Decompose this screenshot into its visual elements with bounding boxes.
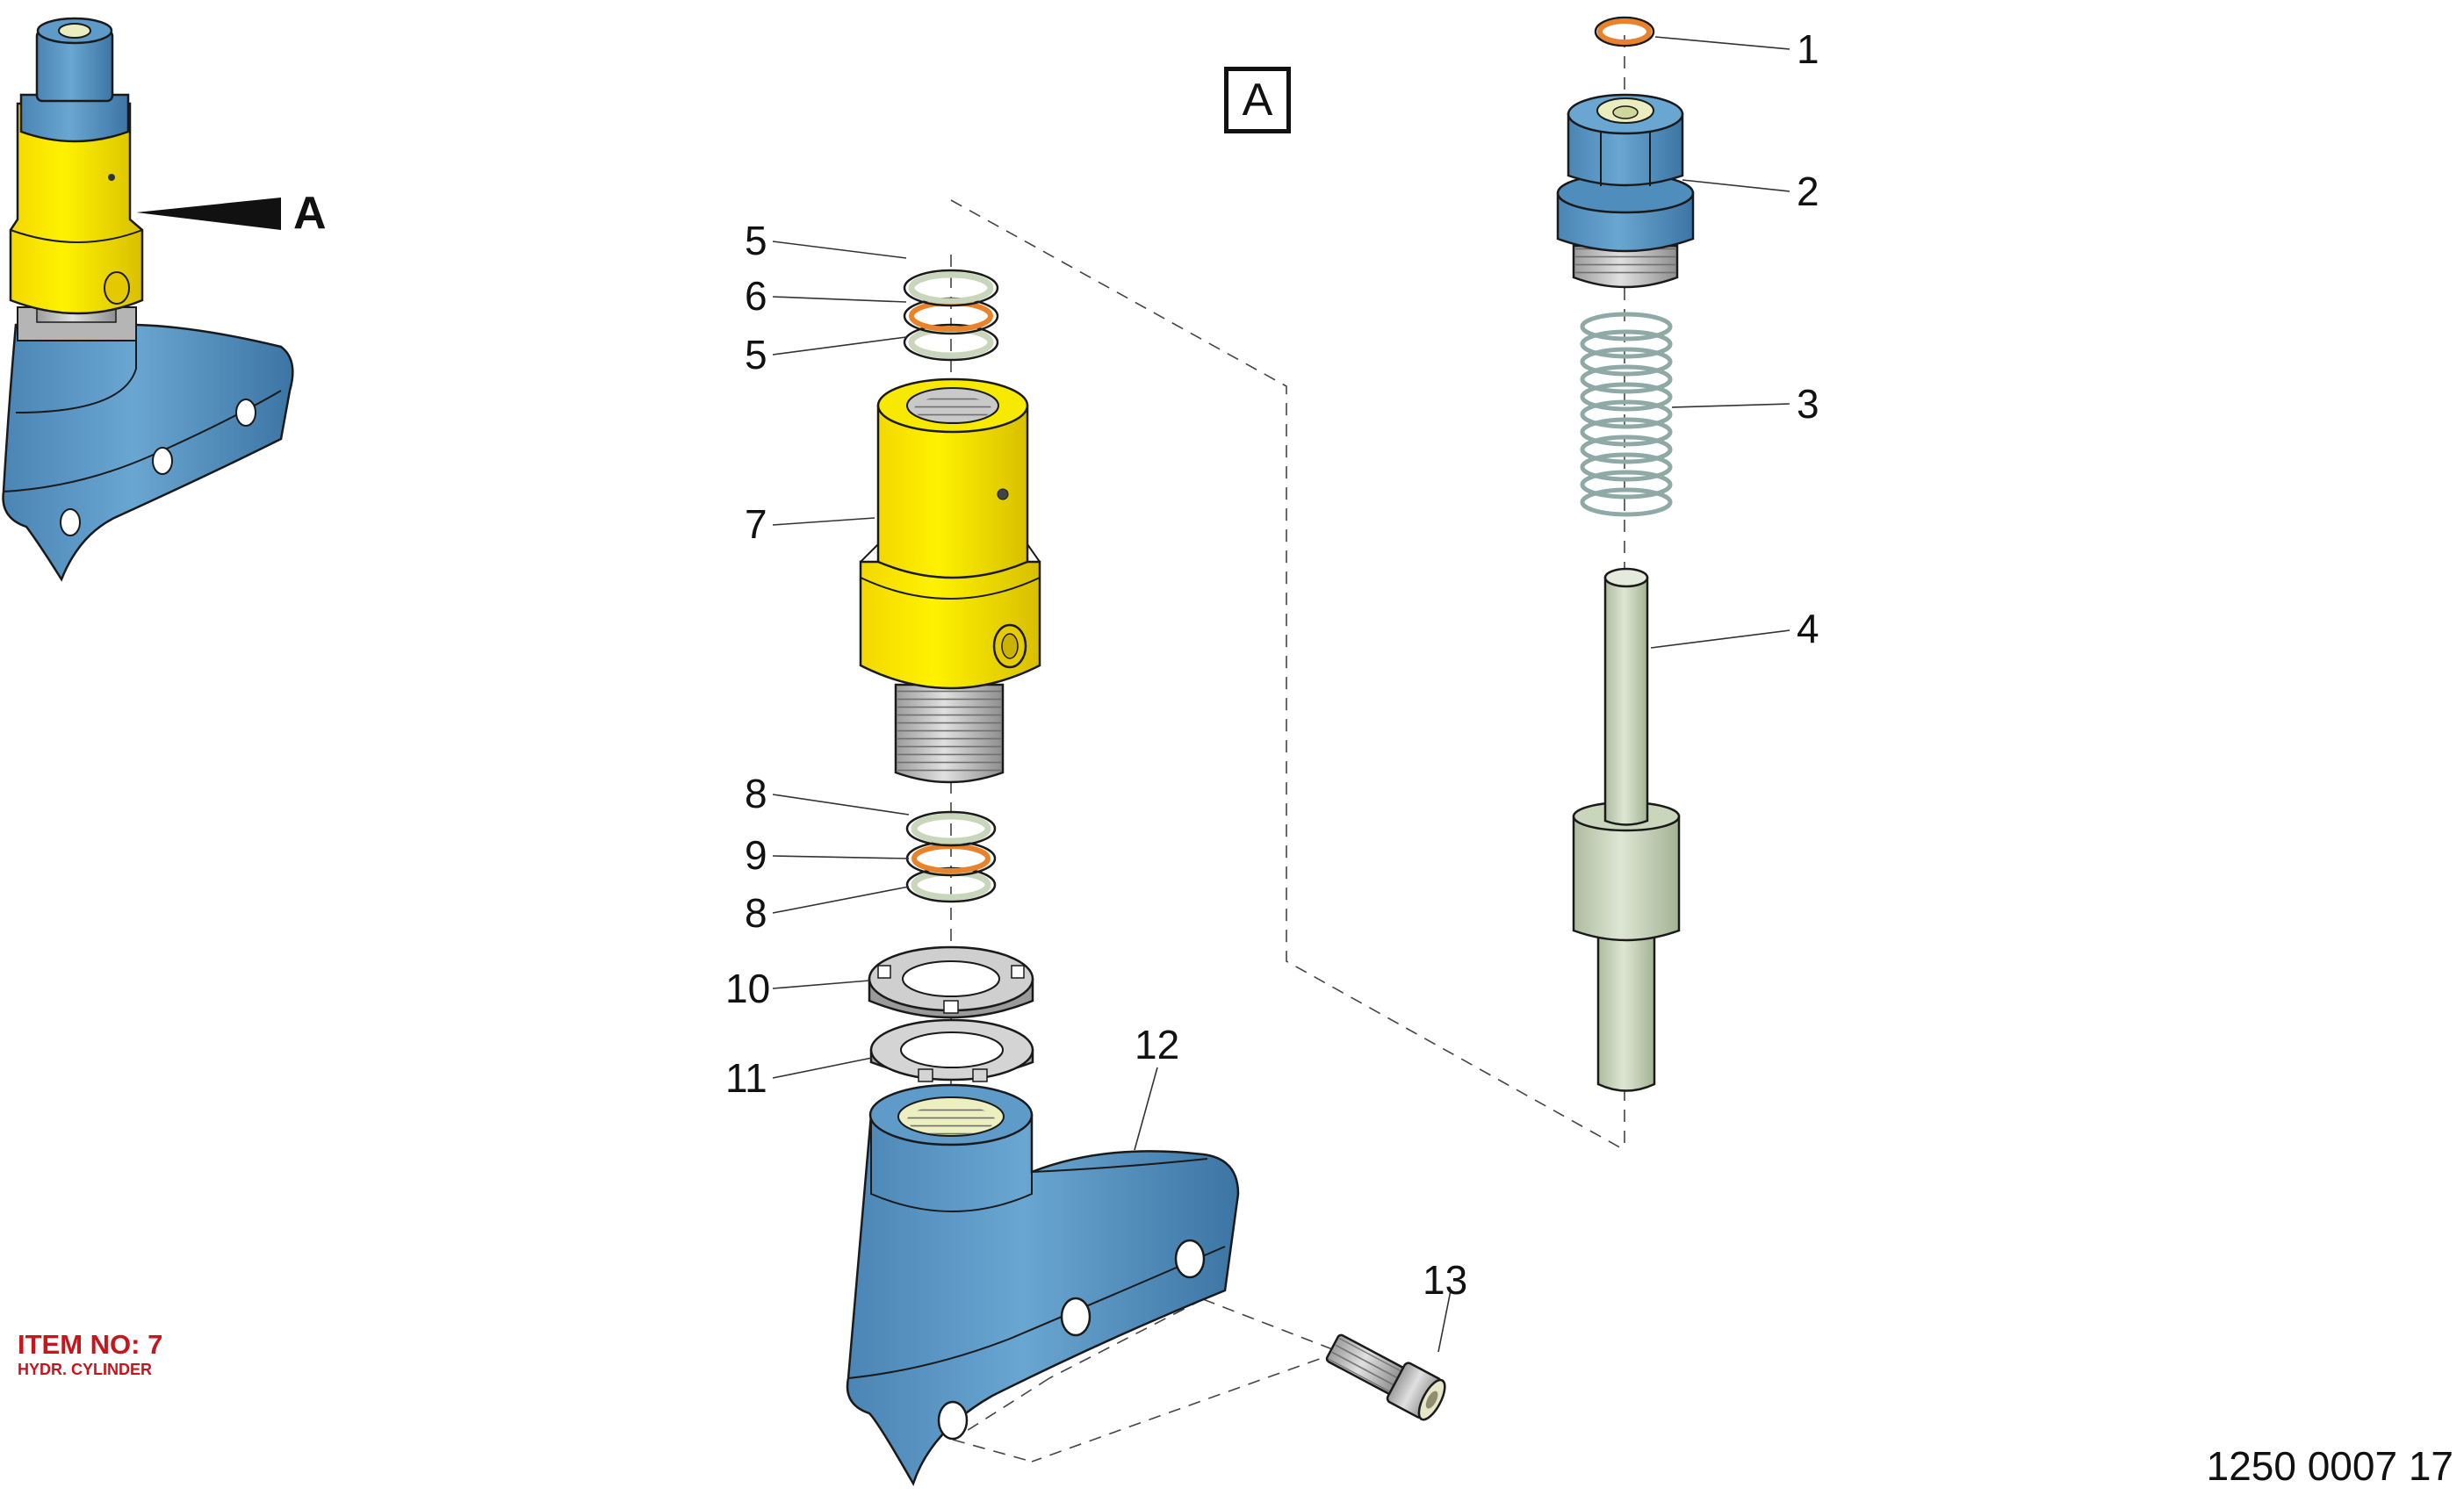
- view-label: A: [1242, 75, 1273, 126]
- item-description: HYDR. CYLINDER: [18, 1361, 153, 1378]
- thumb-bracket: [2, 323, 294, 582]
- item-info-block: ITEM NO: 7 HYDR. CYLINDER: [18, 1330, 162, 1379]
- callout-7: 7: [745, 501, 767, 547]
- detail-reference-label: A: [293, 188, 327, 239]
- part-13-socket-head-screw: [1325, 1333, 1446, 1421]
- callout-2: 2: [1797, 169, 1819, 214]
- callout-5b: 5: [745, 332, 767, 377]
- callout-3: 3: [1797, 381, 1819, 427]
- callout-1: 1: [1797, 26, 1819, 72]
- callout-4: 4: [1797, 606, 1819, 651]
- part-12-mounting-bracket: [846, 1083, 1240, 1487]
- callout-9: 9: [745, 832, 767, 878]
- part-1-o-ring: [1594, 16, 1655, 47]
- part-4-piston-rod: [1572, 567, 1681, 1092]
- part-10-slotted-nut: [868, 945, 1034, 1019]
- callout-10: 10: [725, 966, 770, 1011]
- view-label-box: A: [1224, 67, 1291, 133]
- callout-6: 6: [745, 273, 767, 319]
- detail-pointer-arrow: [136, 198, 281, 230]
- part-3-spring: [1580, 312, 1673, 517]
- callout-labels: 1 2 3 4 5 6 5 7 8 9 8 10 11 12 13: [725, 26, 1819, 1303]
- drawing-number: 1250 0007 17: [2206, 1443, 2453, 1489]
- callout-13: 13: [1423, 1257, 1467, 1303]
- callout-8b: 8: [745, 890, 767, 936]
- thumb-cylinder-highlight: [9, 102, 144, 315]
- leader-lines: [772, 36, 1790, 1353]
- callout-5a: 5: [745, 218, 767, 263]
- callout-8a: 8: [745, 771, 767, 816]
- callout-11: 11: [725, 1055, 767, 1101]
- item-number: ITEM NO: 7: [18, 1329, 163, 1360]
- parts-5-6-5-seal-stack: [903, 269, 999, 362]
- part-11-tab-washer: [869, 1018, 1034, 1082]
- callout-12: 12: [1135, 1022, 1179, 1067]
- part-2-valve-cap: [1556, 93, 1695, 289]
- overview-thumbnail: [2, 17, 294, 582]
- part-7-hydraulic-cylinder: [859, 377, 1041, 784]
